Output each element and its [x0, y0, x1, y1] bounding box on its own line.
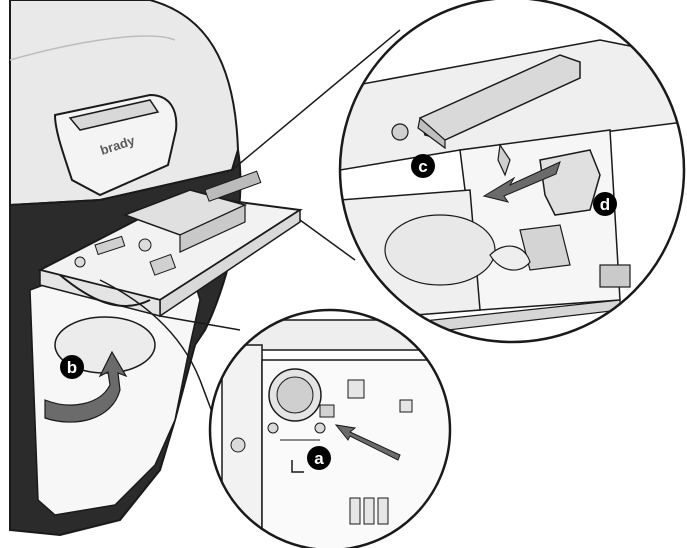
callout-c-label: c [418, 157, 427, 176]
board-connector [319, 404, 335, 418]
pcb-connector-1 [204, 170, 262, 202]
pcb-bay-wall [459, 129, 621, 311]
printer-top-highlight [9, 35, 176, 61]
pcb-tray [37, 170, 303, 381]
connector-block [599, 264, 631, 288]
latch-rail [419, 54, 581, 141]
callout-b-badge [60, 355, 84, 379]
latch-screw [391, 123, 409, 141]
pcb-capacitor [74, 256, 86, 268]
board-ic [377, 497, 389, 525]
pcb-heatsink-side [179, 204, 246, 253]
callout-a-badge [307, 446, 331, 470]
cable-route-arrow [44, 350, 128, 423]
printer-lid-handle [68, 99, 160, 131]
detail-circle-latch-border [338, 0, 686, 344]
mounting-screw [314, 422, 326, 434]
callout-d: d [593, 192, 617, 216]
zoom-guide-line [159, 315, 241, 331]
callout-d-label: d [600, 195, 610, 214]
callout-b-label: b [67, 358, 77, 377]
bay-drum [384, 214, 496, 286]
latch-rail-lip [417, 116, 446, 150]
callout-c: c [411, 154, 435, 178]
clip-hook [497, 143, 511, 177]
board-ic [347, 379, 365, 399]
callout-b: b [60, 355, 84, 379]
board-ic [363, 497, 375, 525]
connector-pointer-arrow [334, 424, 401, 461]
callout-a: a [307, 446, 331, 470]
pcb-connector-2 [94, 235, 126, 256]
detail-circle-connector-border [208, 308, 452, 548]
slide-direction-arrow [482, 161, 561, 203]
callout-c-badge [411, 154, 435, 178]
detail-view-latch [338, 0, 686, 344]
callout-a-label: a [314, 449, 324, 468]
board-ic [349, 497, 361, 525]
callout-d-badge [593, 192, 617, 216]
board-ic [399, 399, 413, 413]
cable-loop [489, 245, 531, 271]
board-bracket-l [291, 460, 304, 473]
zoom-guide-line [231, 29, 401, 171]
board-disc-inner [276, 376, 314, 414]
detail-view-connector [208, 308, 452, 548]
pcb-chip [149, 253, 177, 276]
ribbon-cable [59, 274, 151, 307]
ribbon-cable [99, 279, 201, 381]
zoom-guide-line [299, 219, 356, 261]
mounting-screw [267, 422, 279, 434]
pcb-capacitor [138, 238, 152, 252]
mounting-screw [230, 437, 246, 453]
